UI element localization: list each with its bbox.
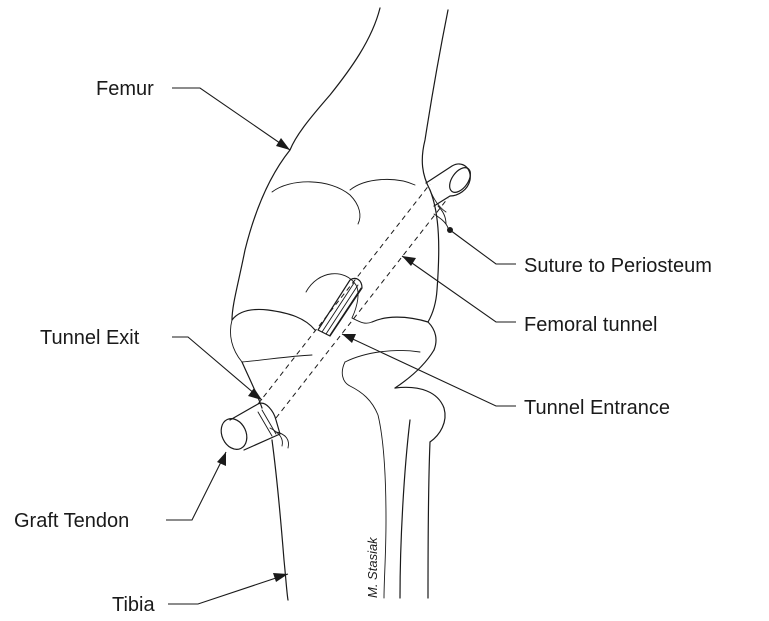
label-tunnel-entrance: Tunnel Entrance (524, 397, 670, 419)
fibula-outline (395, 387, 445, 598)
graft-femoral-end (426, 164, 475, 228)
label-graft-tendon: Graft Tendon (14, 510, 129, 532)
leader-femoral-tunnel (402, 256, 516, 322)
leader-tunnel-entrance (342, 334, 516, 406)
label-femoral-tunnel: Femoral tunnel (524, 314, 657, 336)
label-femur: Femur (96, 78, 154, 100)
graft-tibial-end (216, 403, 288, 453)
leader-femur (172, 88, 290, 150)
leader-tibia (168, 573, 288, 604)
label-tunnel-exit: Tunnel Exit (40, 327, 140, 349)
leader-tunnel-exit (172, 337, 262, 400)
leader-graft-tendon (166, 452, 226, 520)
femur-outline (232, 8, 448, 323)
label-tibia: Tibia (112, 594, 155, 616)
graft-entrance (318, 278, 362, 336)
joint-line (230, 309, 436, 362)
label-suture-to-periosteum: Suture to Periosteum (524, 255, 712, 277)
leader-suture (447, 227, 516, 264)
artist-signature: M. Stasiak (365, 536, 380, 598)
